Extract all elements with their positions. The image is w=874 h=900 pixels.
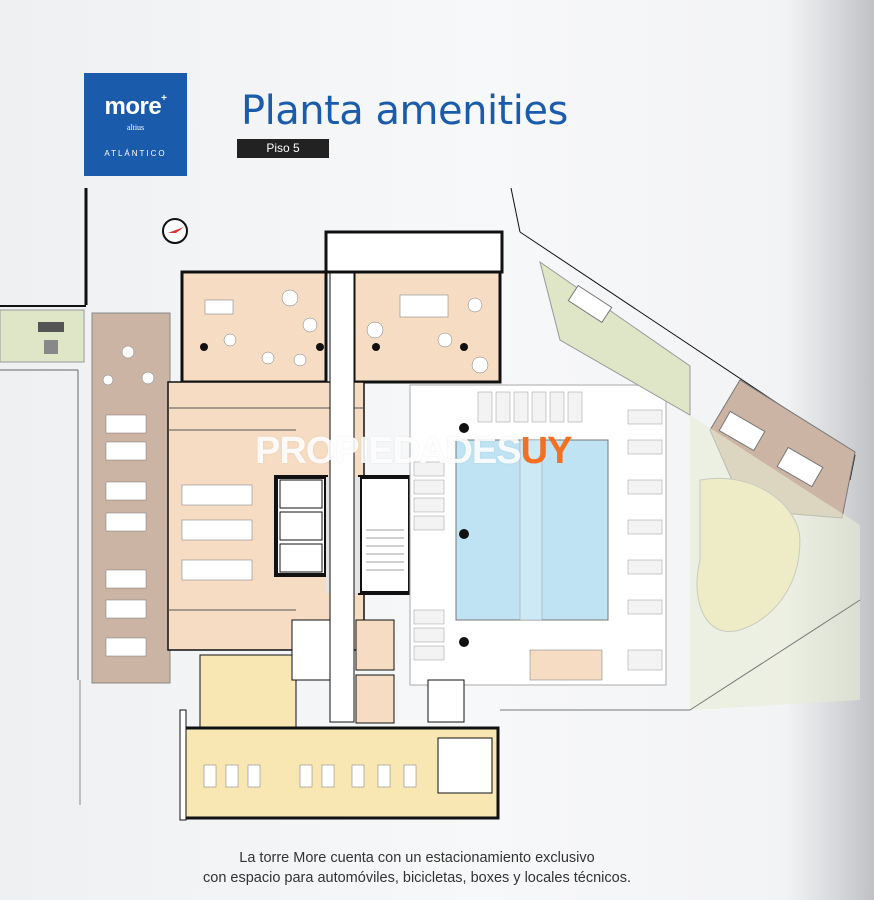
room-small-b [355,674,395,724]
logo-place: ATLÁNTICO [104,149,167,158]
floor-badge: Piso 5 [237,139,329,158]
elevator-core [274,475,328,577]
logo-brand: more+ [104,93,167,120]
left-garden [0,309,85,363]
watermark: PROPIEDADESUY [255,430,572,472]
caption-line-2: con espacio para automóviles, bicicletas… [203,870,631,886]
caption: La torre More cuenta con un estacionamie… [0,848,834,888]
caption-line-1: La torre More cuenta con un estacionamie… [239,850,595,866]
room-small-a [355,619,395,671]
deck-loungers [102,345,155,657]
stair-core [358,475,412,595]
pool-loungers [413,391,663,671]
logo-subbrand: altius [126,123,145,132]
page-title: Planta amenities [241,88,568,134]
compass-icon [162,218,188,244]
more-atlantico-logo: more+ altius ATLÁNTICO [84,73,187,176]
floor-plan [0,187,861,821]
room-bottom-left [199,654,297,728]
